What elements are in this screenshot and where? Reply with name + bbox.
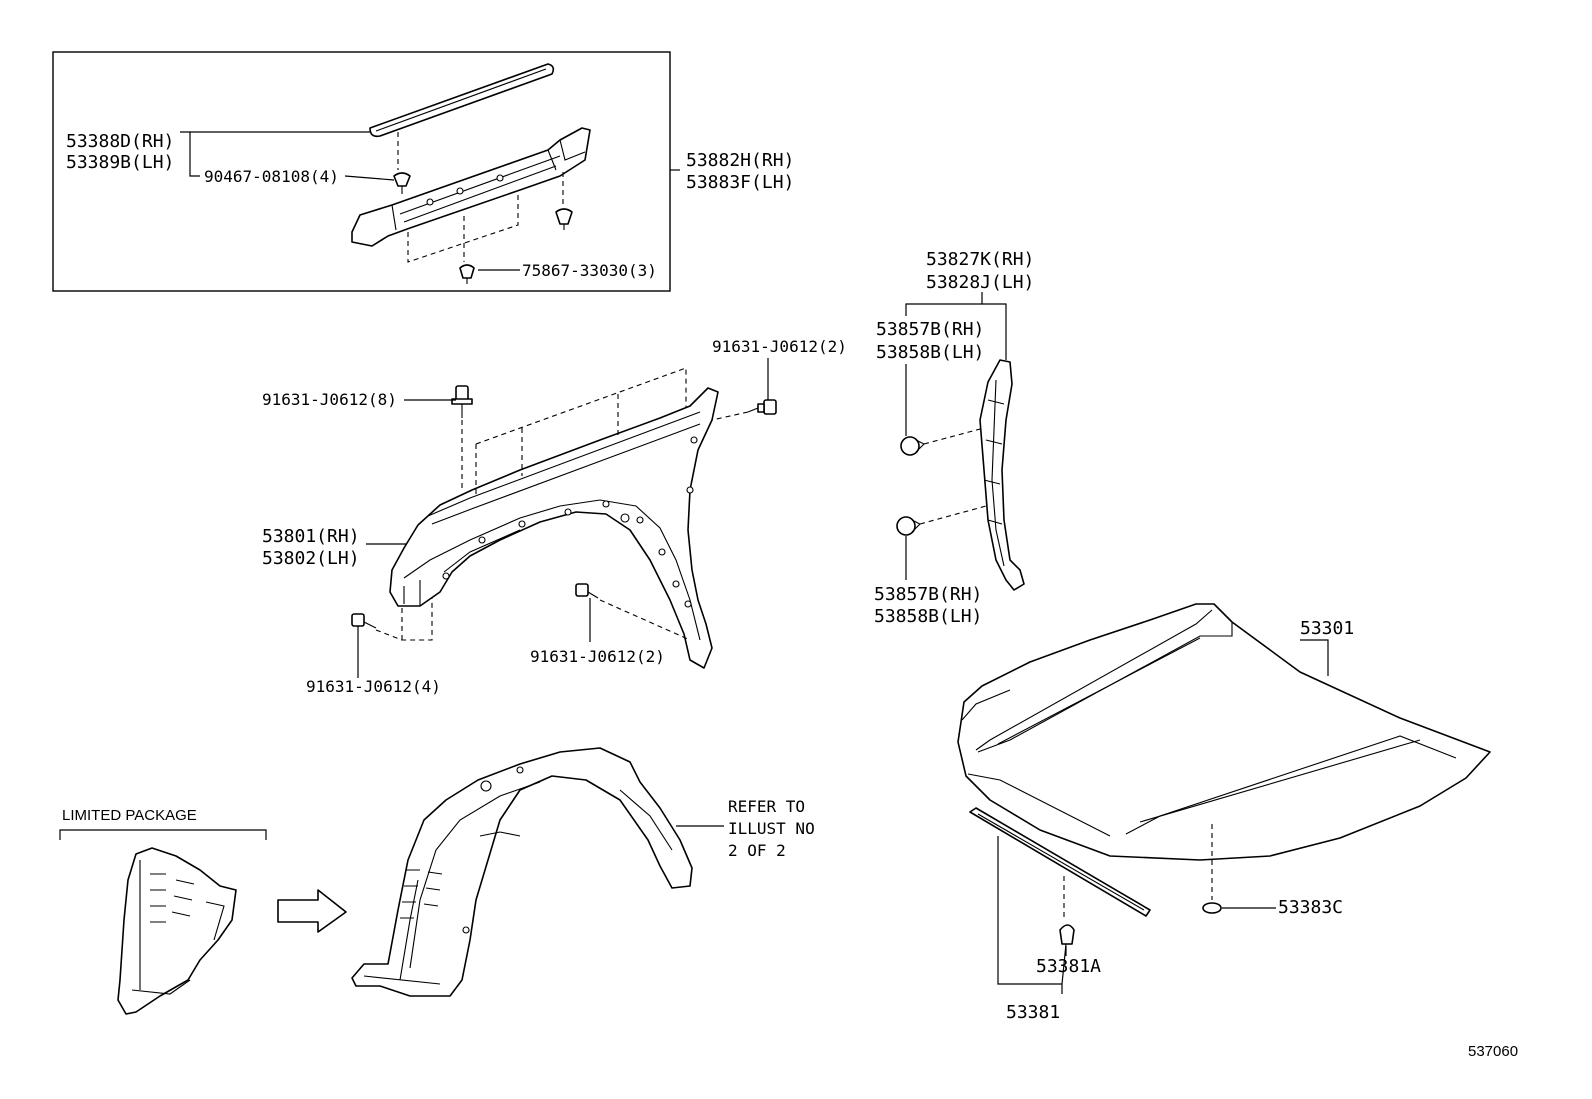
label-bracket-rh: 53827K(RH) — [926, 249, 1034, 270]
label-seal-lh: 53883F(LH) — [686, 172, 794, 193]
clip-icon — [896, 516, 921, 536]
label-clip-top-rh: 53857B(RH) — [876, 319, 984, 340]
label-clip-bottom-rh: 53857B(RH) — [874, 584, 982, 605]
label-bolt-8: 91631-J0612(8) — [262, 390, 397, 409]
label-moulding-lh: 53389B(LH) — [66, 152, 174, 173]
label-clip-bottom-lh: 53858B(LH) — [874, 606, 982, 627]
fender-liner — [351, 747, 693, 997]
fender-bracket — [979, 359, 1025, 591]
hood-seal — [969, 807, 1151, 917]
label-clip-90467: 90467-08108(4) — [204, 167, 339, 186]
label-refer-line3: 2 OF 2 — [728, 841, 786, 860]
diagram-id: 537060 — [1468, 1043, 1518, 1060]
hood-pad — [1202, 902, 1222, 914]
clip-icon — [555, 208, 573, 230]
clip-icon — [393, 172, 411, 194]
label-hood: 53301 — [1300, 618, 1354, 639]
bolt-icon — [351, 613, 377, 629]
arrow-icon — [277, 889, 347, 933]
limited-package-group: LIMITED PACKAGE — [59, 807, 267, 1015]
hood-panel — [957, 603, 1491, 861]
label-bolt-2-lower: 91631-J0612(2) — [530, 647, 665, 666]
label-refer-line1: REFER TO — [728, 797, 805, 816]
label-fender-lh: 53802(LH) — [262, 548, 360, 569]
bolt-icon — [747, 399, 777, 415]
clip-icon — [900, 436, 925, 456]
label-refer-line2: ILLUST NO — [728, 819, 815, 838]
label-bracket-lh: 53828J(LH) — [926, 272, 1034, 293]
label-hood-seal: 53381 — [1006, 1002, 1060, 1023]
bolt-icon — [451, 385, 473, 418]
label-fender-rh: 53801(RH) — [262, 526, 360, 547]
label-bolt-4: 91631-J0612(4) — [306, 677, 441, 696]
label-clip-top-lh: 53858B(LH) — [876, 342, 984, 363]
bolt-icon — [575, 583, 599, 599]
label-hood-clip: 53381A — [1036, 956, 1101, 977]
clip-icon — [1059, 924, 1075, 945]
fender-seal-rail — [351, 127, 591, 247]
label-clip-75867: 75867-33030(3) — [522, 261, 657, 280]
fender-moulding — [369, 63, 555, 138]
fender-liner-limited — [117, 847, 237, 1015]
label-hood-pad: 53383C — [1278, 897, 1343, 918]
inset-box: 53388D(RH) 53389B(LH) 90467-08108(4) 538… — [52, 51, 794, 292]
label-bolt-2-upper: 91631-J0612(2) — [712, 337, 847, 356]
label-moulding-rh: 53388D(RH) — [66, 131, 174, 152]
clip-icon — [459, 264, 475, 284]
label-limited-package: LIMITED PACKAGE — [62, 807, 197, 824]
label-seal-rh: 53882H(RH) — [686, 150, 794, 171]
fender-panel — [389, 387, 719, 669]
